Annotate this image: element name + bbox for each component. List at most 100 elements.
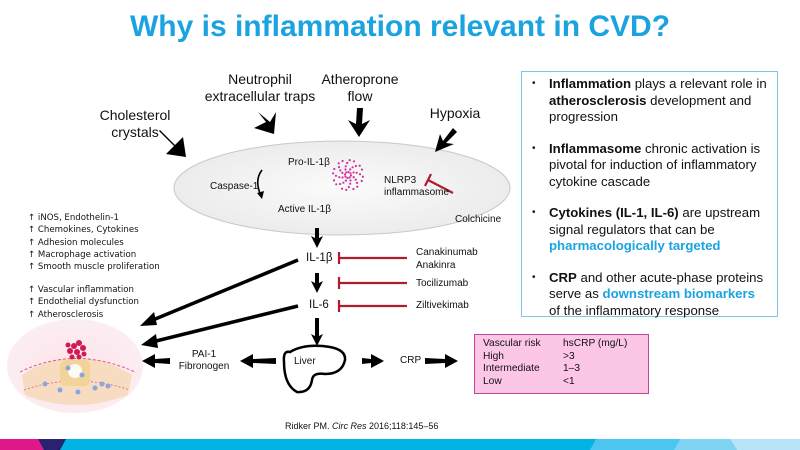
inflammasome-dot: [340, 187, 344, 190]
pro-il1b-label: Pro-IL-1β: [288, 157, 330, 168]
drug-tocilizumab: Tocilizumab: [416, 278, 469, 289]
effect-item: ↑ Macrophage activation: [28, 249, 137, 260]
effects-list-2: ↑ Vascular inflammation ↑ Endothelial dy…: [28, 284, 139, 321]
inflammasome-dot: [337, 162, 340, 165]
inflammasome-dot: [341, 176, 344, 179]
effect-item: ↑ Adhesion molecules: [28, 237, 124, 248]
liver-label: Liver: [294, 356, 316, 367]
inflammasome-dot: [338, 176, 341, 179]
key-point-highlight: pharmacologically targeted: [549, 238, 721, 253]
trigger-label-line: Cholesterol: [99, 107, 171, 123]
key-point-highlight: downstream biomarkers: [602, 286, 755, 301]
citation-journal: Circ Res: [332, 421, 367, 431]
header-cell: hsCRP (mg/L): [563, 338, 628, 349]
footer-magenta-band: [0, 439, 44, 450]
inflammasome-dot: [356, 185, 359, 188]
nlrp3-label-line: inflammasome: [384, 187, 450, 198]
fibrinogen-line: Fibronogen: [178, 361, 230, 372]
drug-anakinra: Anakinra: [416, 259, 456, 271]
inflammasome-dot: [352, 176, 355, 179]
inflammasome-dot: [346, 161, 349, 165]
trigger-label-line: Atheroprone: [321, 71, 399, 87]
inflammasome-dot: [335, 183, 338, 186]
inflammasome-dot: [354, 178, 357, 181]
key-point-text: and other acute-phase proteins serve as: [549, 269, 764, 302]
key-point-text: of the inflammatory response: [549, 302, 720, 318]
inflammasome-dot: [349, 179, 352, 182]
arrow-il1b-to-vessel: [140, 258, 299, 326]
effect-item: ↑ Chemokines, Cytokines: [28, 225, 139, 236]
inflammasome-dot: [349, 172, 352, 175]
inflammasome-dot: [352, 187, 355, 191]
effect-item: ↑ iNOS, Endothelin-1: [28, 213, 119, 223]
inflammasome-dot: [344, 165, 347, 168]
inflammasome-dot: [355, 171, 358, 174]
trigger-neutrophil-traps: Neutrophil extracellular traps: [190, 71, 330, 105]
inflammasome-dot: [358, 173, 362, 176]
bullet: •: [532, 207, 536, 218]
arrow-il6-to-liver: [311, 318, 323, 346]
inflammasome-dot: [348, 176, 351, 179]
citation-details: 2016;118:145–56: [366, 421, 439, 431]
inflammasome-dot: [333, 167, 336, 171]
trigger-label-line: flow: [347, 88, 373, 104]
inflammasome-dot: [341, 171, 344, 174]
key-point: •CRP and other acute-phase proteins serv…: [530, 270, 769, 320]
trigger-atheroprone-flow: Atheroprone flow: [310, 71, 410, 105]
arrow-active-to-il1b: [311, 228, 323, 248]
trigger-cholesterol-crystals: Cholesterol crystals: [90, 107, 180, 141]
bullet: •: [532, 78, 536, 89]
footer-navy-band: [38, 439, 66, 450]
inflammasome-dot: [360, 179, 363, 183]
inflammasome-dot: [344, 168, 347, 171]
hscrp-value: 1–3: [563, 363, 580, 375]
risk-table-row: High >3: [483, 351, 648, 364]
inflammasome-dot: [342, 181, 345, 184]
arrow-to-vessel-from-pai1: [142, 354, 170, 368]
key-point-bold: Inflammasome: [549, 140, 642, 156]
inflammasome-dot: [345, 188, 348, 191]
il1b-drug-labels: Canakinumab Anakinra: [416, 247, 478, 272]
key-point-bold: Cytokines (IL-1, IL-6): [549, 205, 679, 220]
effects-list-1: ↑ iNOS, Endothelin-1 ↑ Chemokines, Cytok…: [28, 212, 160, 273]
inflammasome-dot: [343, 173, 347, 176]
il6-label: IL-6: [309, 299, 329, 311]
crp-label: CRP: [400, 355, 422, 366]
key-point: •Inflammasome chronic activation is pivo…: [530, 141, 769, 191]
il6-inhibitor-line: [337, 300, 407, 312]
trigger-label-line: crystals: [111, 124, 159, 140]
inflammasome-dot: [334, 174, 338, 177]
inflammasome-dot: [345, 171, 348, 174]
inflammasome-dot: [339, 182, 342, 186]
inflammasome-dot: [349, 174, 353, 177]
inflammasome-dot: [341, 159, 344, 163]
arrow-crp-to-table: [425, 354, 458, 368]
colchicine-label: Colchicine: [455, 214, 502, 225]
active-il1b-label: Active IL-1β: [278, 204, 331, 215]
inflammasome-dot: [349, 168, 352, 171]
trigger-arrow-hypoxia: [435, 128, 457, 152]
arrow-liver-to-crp: [362, 354, 384, 368]
key-point-text: development and progression: [549, 92, 752, 125]
inflammasome-dot: [339, 169, 342, 172]
trigger-arrow-cholesterol: [159, 130, 186, 157]
il1b-inhibitor-line: [337, 252, 407, 264]
risk-table-row: Low <1: [483, 376, 648, 389]
inflammasome-dot: [348, 159, 351, 162]
risk-level: High: [483, 350, 504, 362]
nlrp3-label-line: NLRP3: [384, 175, 417, 186]
key-point-text: plays a relevant role in: [631, 76, 767, 91]
liver-icon: [282, 344, 347, 394]
effect-item: ↑ Endothelial dysfunction: [28, 297, 139, 308]
inflammasome-dot: [346, 176, 349, 180]
atherosclerotic-vessel-illustration: [7, 319, 143, 413]
inflammasome-dot: [347, 185, 350, 189]
trigger-arrow-atheroprone: [348, 108, 370, 137]
slide-title: Why is inflammation relevant in CVD?: [129, 10, 671, 43]
risk-table-row: Intermediate 1–3: [483, 363, 648, 376]
footer-bar: [0, 439, 800, 450]
inflammasome-dot: [332, 179, 336, 182]
inflammasome-dot: [355, 181, 359, 184]
risk-level: Low: [483, 376, 502, 388]
